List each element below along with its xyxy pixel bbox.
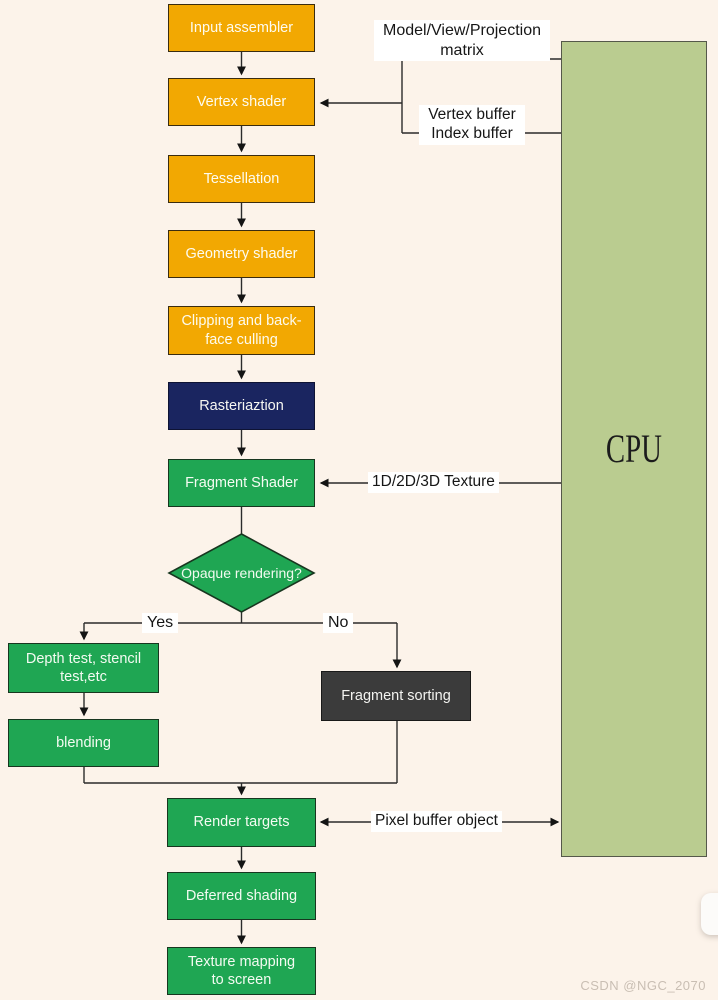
node-geometry-shader: Geometry shader	[168, 230, 315, 278]
node-render-targets: Render targets	[167, 798, 316, 847]
edge-label-pixel-buffer: Pixel buffer object	[371, 811, 502, 832]
node-blending: blending	[8, 719, 159, 767]
node-fragment-shader: Fragment Shader	[168, 459, 315, 507]
edge-label-mvp-matrix: Model/View/Projection matrix	[374, 20, 550, 62]
watermark: CSDN @NGC_2070	[580, 978, 706, 993]
edge-label-buffers: Vertex buffer Index buffer	[419, 105, 525, 145]
decision-diamond	[167, 533, 316, 613]
edge-label-texture: 1D/2D/3D Texture	[368, 472, 499, 493]
node-cpu: CPU	[561, 41, 707, 857]
node-deferred-shading: Deferred shading	[167, 872, 316, 920]
cpu-label: CPU	[605, 426, 663, 471]
node-vertex-shader: Vertex shader	[168, 78, 315, 126]
edge-label-no: No	[323, 613, 354, 633]
node-input-assembler: Input assembler	[168, 4, 315, 52]
node-opaque-decision-label: Opaque rendering?	[181, 565, 302, 581]
node-rasterization: Rasteriaztion	[168, 382, 315, 430]
node-depth-stencil-test: Depth test, stencil test,etc	[8, 643, 159, 693]
node-fragment-sorting: Fragment sorting	[321, 671, 471, 721]
node-tessellation: Tessellation	[168, 155, 315, 203]
node-texture-mapping: Texture mapping to screen	[167, 947, 316, 995]
edge-label-yes: Yes	[142, 613, 179, 633]
node-clipping-culling: Clipping and back- face culling	[168, 306, 315, 355]
floating-button[interactable]	[701, 893, 718, 935]
